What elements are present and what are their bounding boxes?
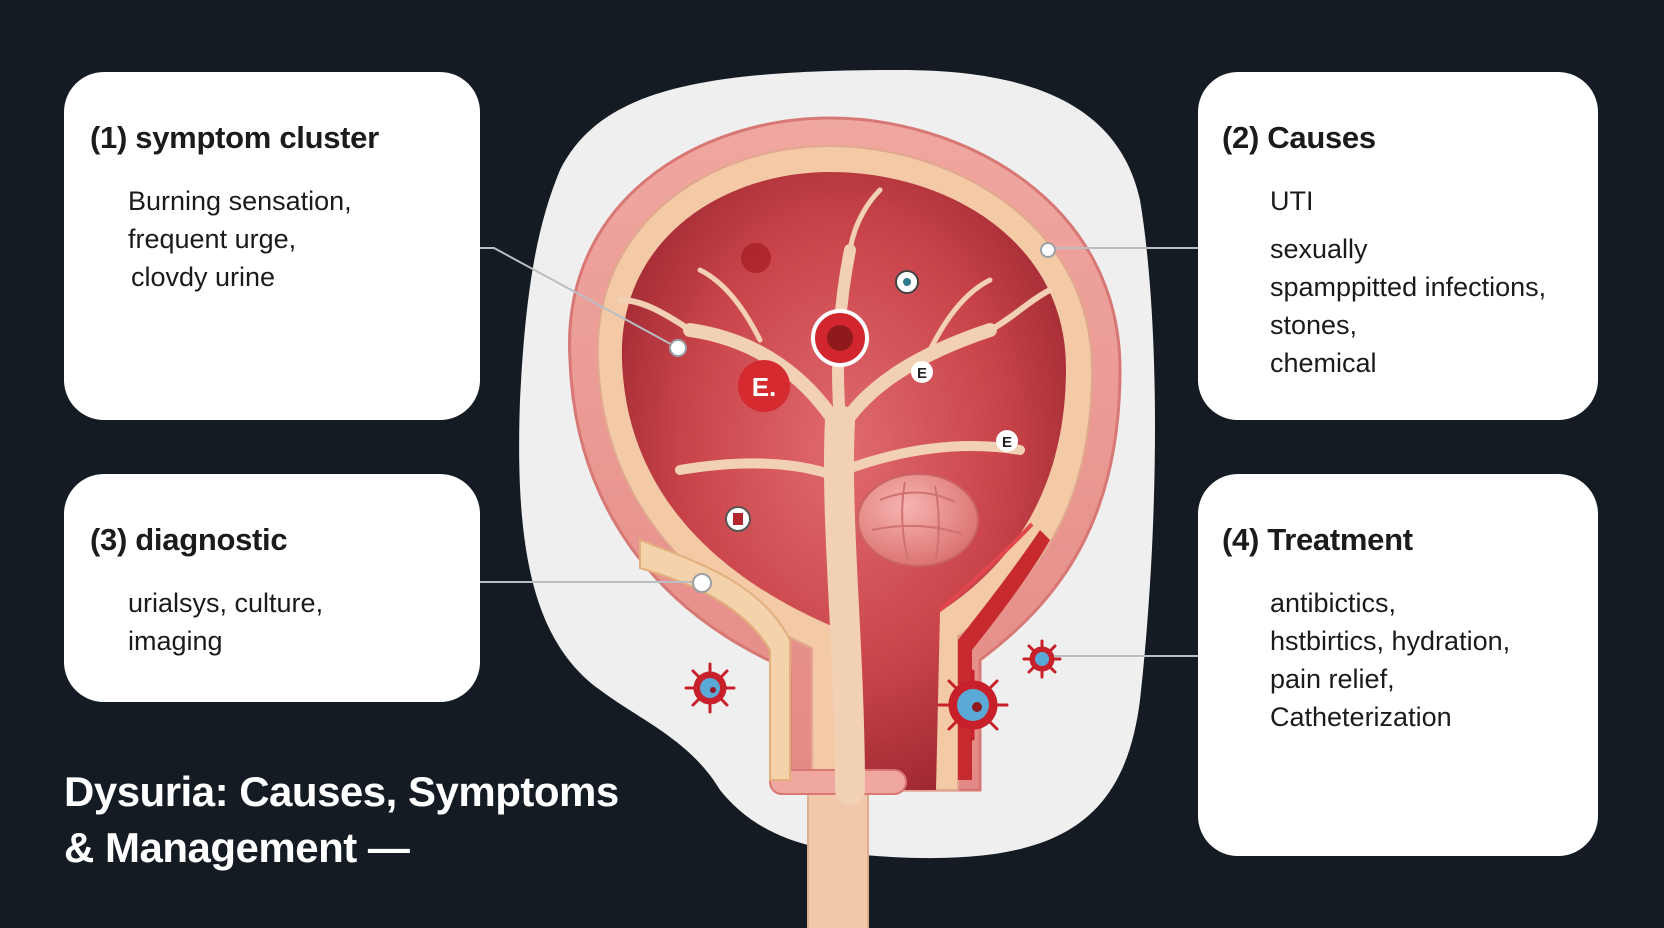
treatment-item: pain relief, (1270, 664, 1395, 694)
marker-e-small-label: E (917, 365, 927, 382)
treatment-panel: (4) Treatment antibictics, hstbirtics, h… (1198, 474, 1598, 856)
marker-e-right-label: E (1002, 434, 1012, 451)
infographic-title: Dysuria: Causes, Symptoms & Management — (64, 764, 619, 876)
symptom-item: clovdy urine (131, 262, 276, 292)
vessel-bundle-right (958, 530, 1050, 780)
cause-item: stones, (1270, 310, 1358, 340)
cause-item: spamppitted infections, (1270, 272, 1547, 302)
causes-panel: (2) Causes UTI sexually spamppitted infe… (1198, 72, 1598, 420)
title-line-1: Dysuria: Causes, Symptoms (64, 768, 619, 815)
title-line-2: & Management — (64, 824, 410, 871)
diagnostic-heading: (3) diagnostic (90, 522, 288, 557)
causes-heading: (2) Causes (1222, 120, 1376, 155)
treatment-item: Catheterization (1270, 702, 1452, 732)
lesion-spot (741, 243, 771, 273)
connector-dot-diagnostic (692, 573, 712, 593)
connector-dot-causes (1040, 242, 1056, 258)
treatment-item: hstbirtics, hydration, (1270, 626, 1511, 656)
kidney-stone-icon (857, 473, 979, 567)
marker-e-right (996, 430, 1018, 452)
treatment-item: antibictics, (1270, 588, 1397, 618)
marker-e-large-label: E. (752, 372, 777, 402)
causes-list: UTI sexually spamppitted infections, sto… (1270, 182, 1546, 382)
cause-item: chemical (1270, 348, 1377, 378)
cause-item: UTI (1270, 186, 1314, 216)
symptom-item: Burning sensation, (128, 186, 352, 216)
symptom-cluster-panel: (1) symptom cluster Burning sensation, f… (64, 72, 480, 420)
diagnostic-item: urialsys, culture, (128, 588, 324, 618)
diagnostic-panel: (3) diagnostic urialsys, culture, imagin… (64, 474, 480, 702)
diagnostic-list: urialsys, culture, imaging (128, 584, 323, 660)
symptom-item: frequent urge, (128, 224, 297, 254)
treatment-list: antibictics, hstbirtics, hydration, pain… (1270, 584, 1510, 736)
cause-item: sexually (1270, 234, 1368, 264)
marker-e-large (738, 360, 790, 412)
treatment-heading: (4) Treatment (1222, 522, 1413, 557)
diagnostic-item: imaging (128, 626, 223, 656)
bacteria-icon (684, 639, 1062, 741)
connector-dot-symptoms (669, 339, 687, 357)
marker-e-small (911, 361, 933, 383)
vessel-line (938, 522, 1034, 612)
symptom-list: Burning sensation, frequent urge, clovdy… (128, 182, 352, 296)
symptom-cluster-heading: (1) symptom cluster (90, 120, 379, 155)
urethra (807, 779, 869, 928)
